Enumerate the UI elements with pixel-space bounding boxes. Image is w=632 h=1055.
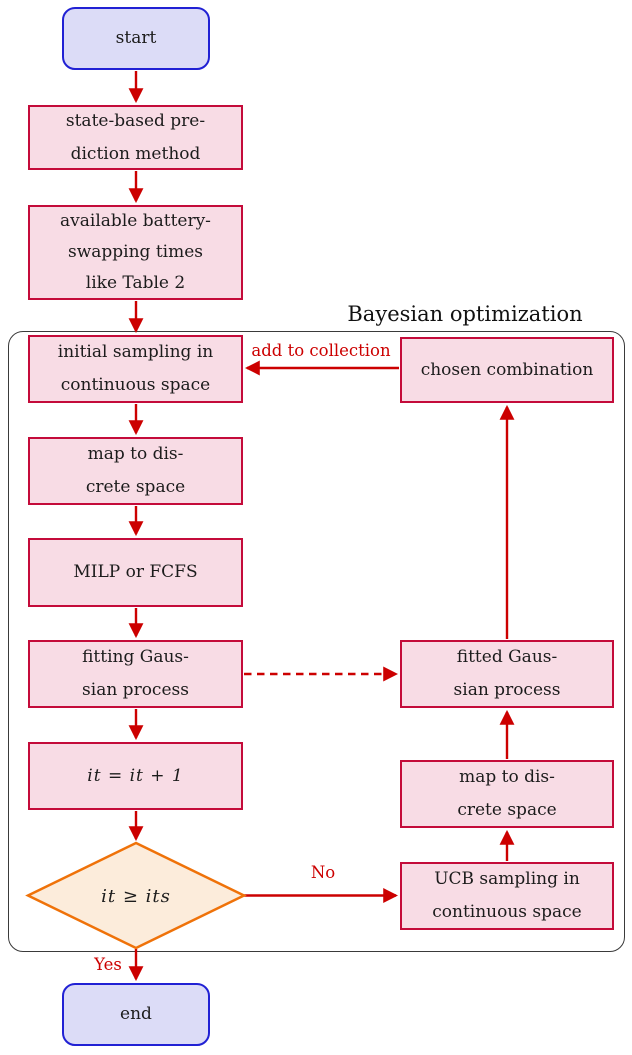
node-line: chosen combination bbox=[420, 359, 594, 380]
node-line: swapping times bbox=[67, 242, 204, 262]
node-line: sian process bbox=[82, 680, 189, 700]
node-line: crete space bbox=[85, 477, 186, 497]
node-ucb-sampling: UCB sampling in continuous space bbox=[400, 862, 614, 930]
node-fitting-gaussian-process: fitting Gaus- sian process bbox=[28, 640, 243, 708]
node-line: fitted Gaus- bbox=[456, 647, 558, 667]
node-line: available battery- bbox=[60, 211, 211, 231]
node-line: fitting Gaus- bbox=[82, 647, 189, 667]
node-map-to-discrete-right: map to dis- crete space bbox=[400, 760, 614, 828]
node-line: crete space bbox=[457, 800, 557, 820]
node-iteration-increment: it = it + 1 bbox=[28, 742, 243, 810]
node-end: end bbox=[62, 983, 210, 1046]
node-milp-or-fcfs: MILP or FCFS bbox=[28, 538, 243, 607]
node-line: continuous space bbox=[60, 375, 211, 395]
node-end-label: end bbox=[120, 1004, 152, 1024]
node-decision-it-geq-its: it ≥ its bbox=[48, 860, 224, 932]
node-map-to-discrete-left: map to dis- crete space bbox=[28, 437, 243, 505]
node-state-based-prediction: state-based pre- diction method bbox=[28, 105, 243, 170]
node-line: it ≥ its bbox=[101, 885, 171, 907]
node-line: diction method bbox=[70, 143, 201, 164]
edge-label-no: No bbox=[310, 863, 336, 882]
node-start: start bbox=[62, 7, 210, 70]
group-title: Bayesian optimization bbox=[347, 302, 583, 326]
node-line: map to dis- bbox=[87, 444, 184, 464]
node-battery-swapping-times: available battery- swapping times like T… bbox=[28, 205, 243, 300]
node-line: it = it + 1 bbox=[87, 765, 184, 786]
bayesian-optimization-group bbox=[8, 331, 625, 952]
node-start-label: start bbox=[115, 28, 157, 48]
node-initial-sampling: initial sampling in continuous space bbox=[28, 335, 243, 403]
decision-diamond bbox=[25, 841, 247, 950]
edge-label-add-to-collection: add to collection bbox=[251, 341, 391, 360]
node-line: map to dis- bbox=[459, 767, 555, 787]
node-line: like Table 2 bbox=[85, 273, 186, 293]
node-line: state-based pre- bbox=[65, 110, 206, 131]
node-chosen-combination: chosen combination bbox=[400, 337, 614, 403]
node-line: initial sampling in bbox=[57, 342, 214, 362]
node-line: sian process bbox=[453, 680, 561, 700]
node-line: MILP or FCFS bbox=[73, 562, 198, 582]
node-line: UCB sampling in bbox=[434, 869, 580, 889]
node-fitted-gaussian-process: fitted Gaus- sian process bbox=[400, 640, 614, 708]
edge-label-yes: Yes bbox=[94, 955, 122, 974]
node-line: continuous space bbox=[432, 902, 582, 922]
